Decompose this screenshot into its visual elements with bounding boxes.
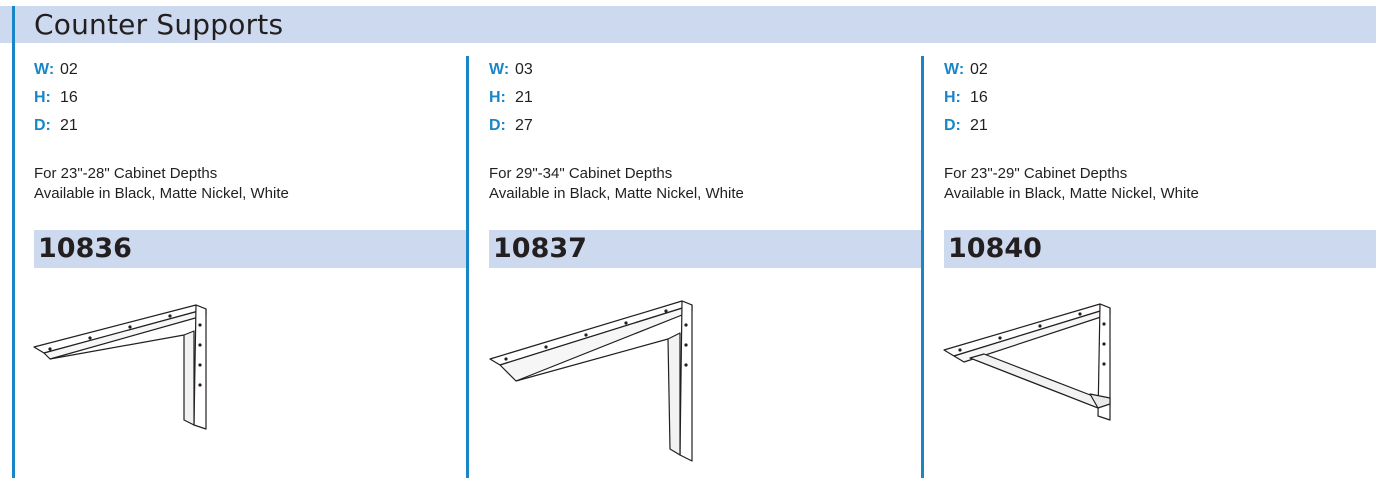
model-number: 10840	[948, 233, 1042, 264]
finish-availability: Available in Black, Matte Nickel, White	[944, 185, 1199, 202]
width-spec: W:02	[944, 61, 988, 78]
section-header-band: Counter Supports	[0, 6, 1376, 43]
model-number: 10837	[493, 233, 587, 264]
triangle-bracket-drawing	[943, 303, 1111, 421]
height-spec: H:16	[34, 89, 78, 106]
depth-spec: D:21	[944, 117, 988, 134]
product-card-10836: W:02 H:16 D:21 For 23"-28" Cabinet Depth…	[34, 0, 464, 478]
model-band-10837: 10837	[489, 230, 921, 268]
model-band-10836: 10836	[34, 230, 466, 268]
section-title: Counter Supports	[34, 8, 284, 41]
depth-spec: D:27	[489, 117, 533, 134]
height-spec: H:21	[489, 89, 533, 106]
cabinet-depth-note: For 29"-34" Cabinet Depths	[489, 165, 673, 182]
finish-availability: Available in Black, Matte Nickel, White	[34, 185, 289, 202]
column-divider-2	[921, 56, 924, 478]
depth-spec: D:21	[34, 117, 78, 134]
cabinet-depth-note: For 23"-28" Cabinet Depths	[34, 165, 218, 182]
finish-availability: Available in Black, Matte Nickel, White	[489, 185, 744, 202]
l-bracket-drawing-large	[489, 300, 693, 462]
product-card-10837: W:03 H:21 D:27 For 29"-34" Cabinet Depth…	[489, 0, 919, 478]
column-divider-1	[466, 56, 469, 478]
l-bracket-drawing	[33, 304, 207, 430]
height-spec: H:16	[944, 89, 988, 106]
left-accent-rule	[12, 6, 15, 478]
product-card-10840: W:02 H:16 D:21 For 23"-29" Cabinet Depth…	[944, 0, 1374, 478]
model-number: 10836	[38, 233, 132, 264]
cabinet-depth-note: For 23"-29" Cabinet Depths	[944, 165, 1128, 182]
width-spec: W:02	[34, 61, 78, 78]
model-band-10840: 10840	[944, 230, 1376, 268]
width-spec: W:03	[489, 61, 533, 78]
